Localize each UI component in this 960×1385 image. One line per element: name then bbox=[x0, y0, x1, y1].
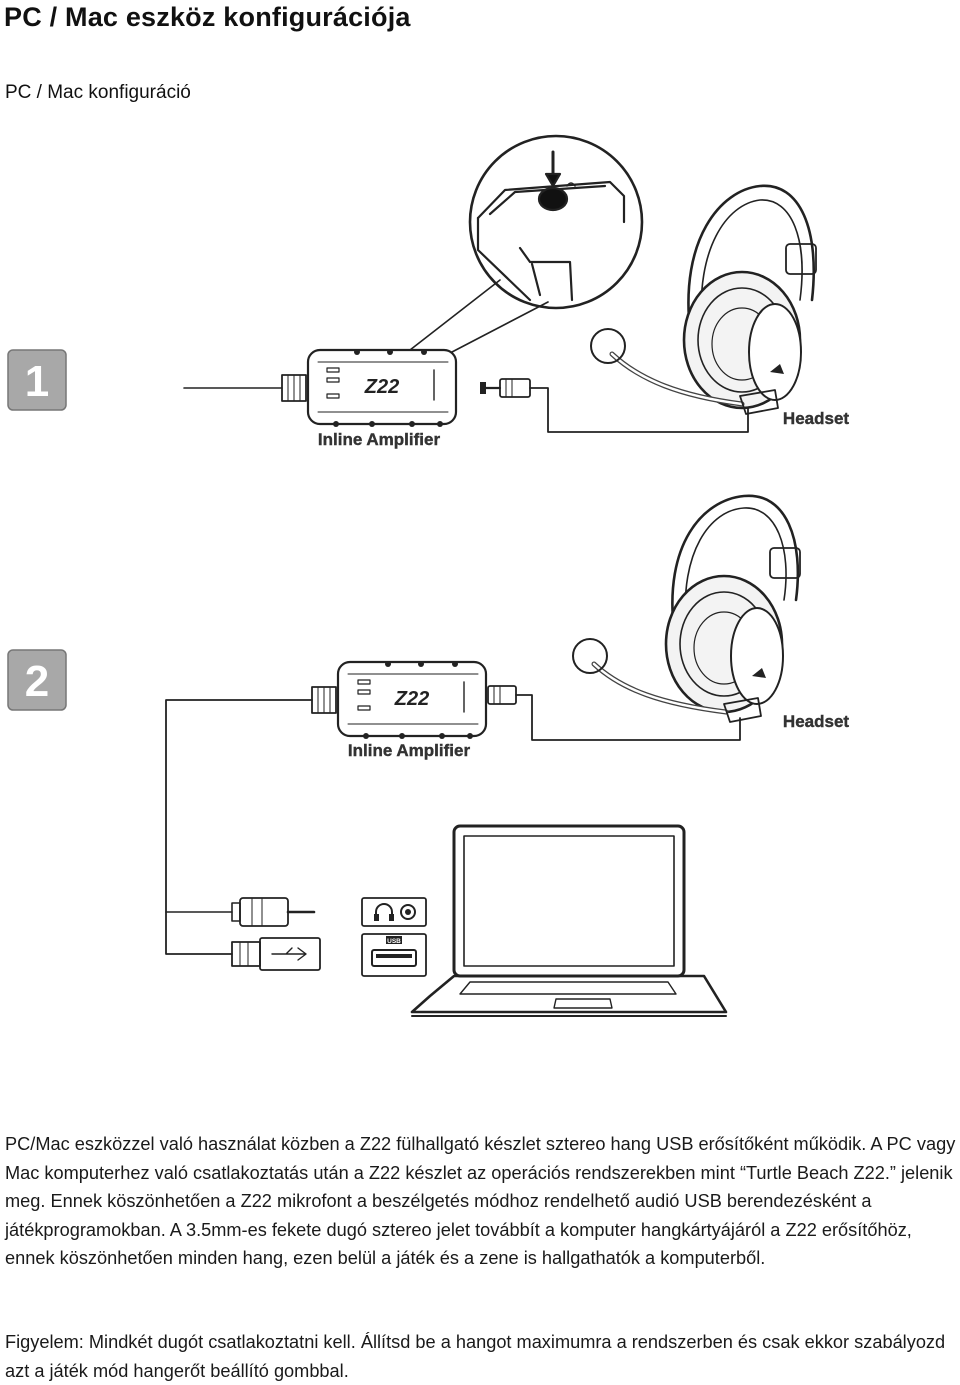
amp-label-1: Inline Amplifier bbox=[318, 430, 441, 449]
usb-plug-laptop bbox=[231, 937, 321, 971]
inline-amplifier-1 bbox=[306, 348, 458, 427]
laptop-illustration bbox=[410, 824, 728, 1017]
warning-paragraph: Figyelem: Mindkét dugót csatlakoztatni k… bbox=[5, 1332, 946, 1381]
audio-plug-2 bbox=[487, 685, 517, 705]
usb-plug-2 bbox=[311, 686, 337, 714]
jack-zoom-detail bbox=[468, 134, 644, 310]
headset-label-1: Headset bbox=[783, 409, 849, 428]
amp-brand-label-2: Z22 bbox=[394, 688, 429, 710]
inline-amplifier-2 bbox=[336, 660, 488, 739]
usb-port-label: USB bbox=[387, 938, 401, 945]
page-subtitle: PC / Mac konfiguráció bbox=[5, 82, 191, 103]
page-title: PC / Mac eszköz konfigurációja bbox=[4, 2, 411, 32]
headset-illustration-2 bbox=[572, 494, 801, 723]
headset-label-2: Headset bbox=[783, 712, 849, 731]
step2-number: 2 bbox=[25, 657, 49, 706]
amp-brand-label-1: Z22 bbox=[364, 376, 399, 398]
step2-badge bbox=[7, 649, 67, 711]
connection-diagram: 1 2 Z22 Z22 Inline Amplifier Inline Ampl… bbox=[7, 134, 850, 1017]
headset-illustration-1 bbox=[590, 184, 817, 415]
audio-plug-laptop bbox=[231, 897, 316, 927]
amp-label-2: Inline Amplifier bbox=[348, 741, 471, 760]
laptop-port-panel bbox=[361, 897, 427, 977]
description-paragraph: PC/Mac eszközzel való használat közben a… bbox=[5, 1134, 956, 1268]
step1-number: 1 bbox=[25, 357, 49, 406]
audio-plug-1 bbox=[480, 378, 531, 398]
usb-plug-1 bbox=[281, 374, 307, 402]
step1-badge bbox=[7, 349, 67, 411]
